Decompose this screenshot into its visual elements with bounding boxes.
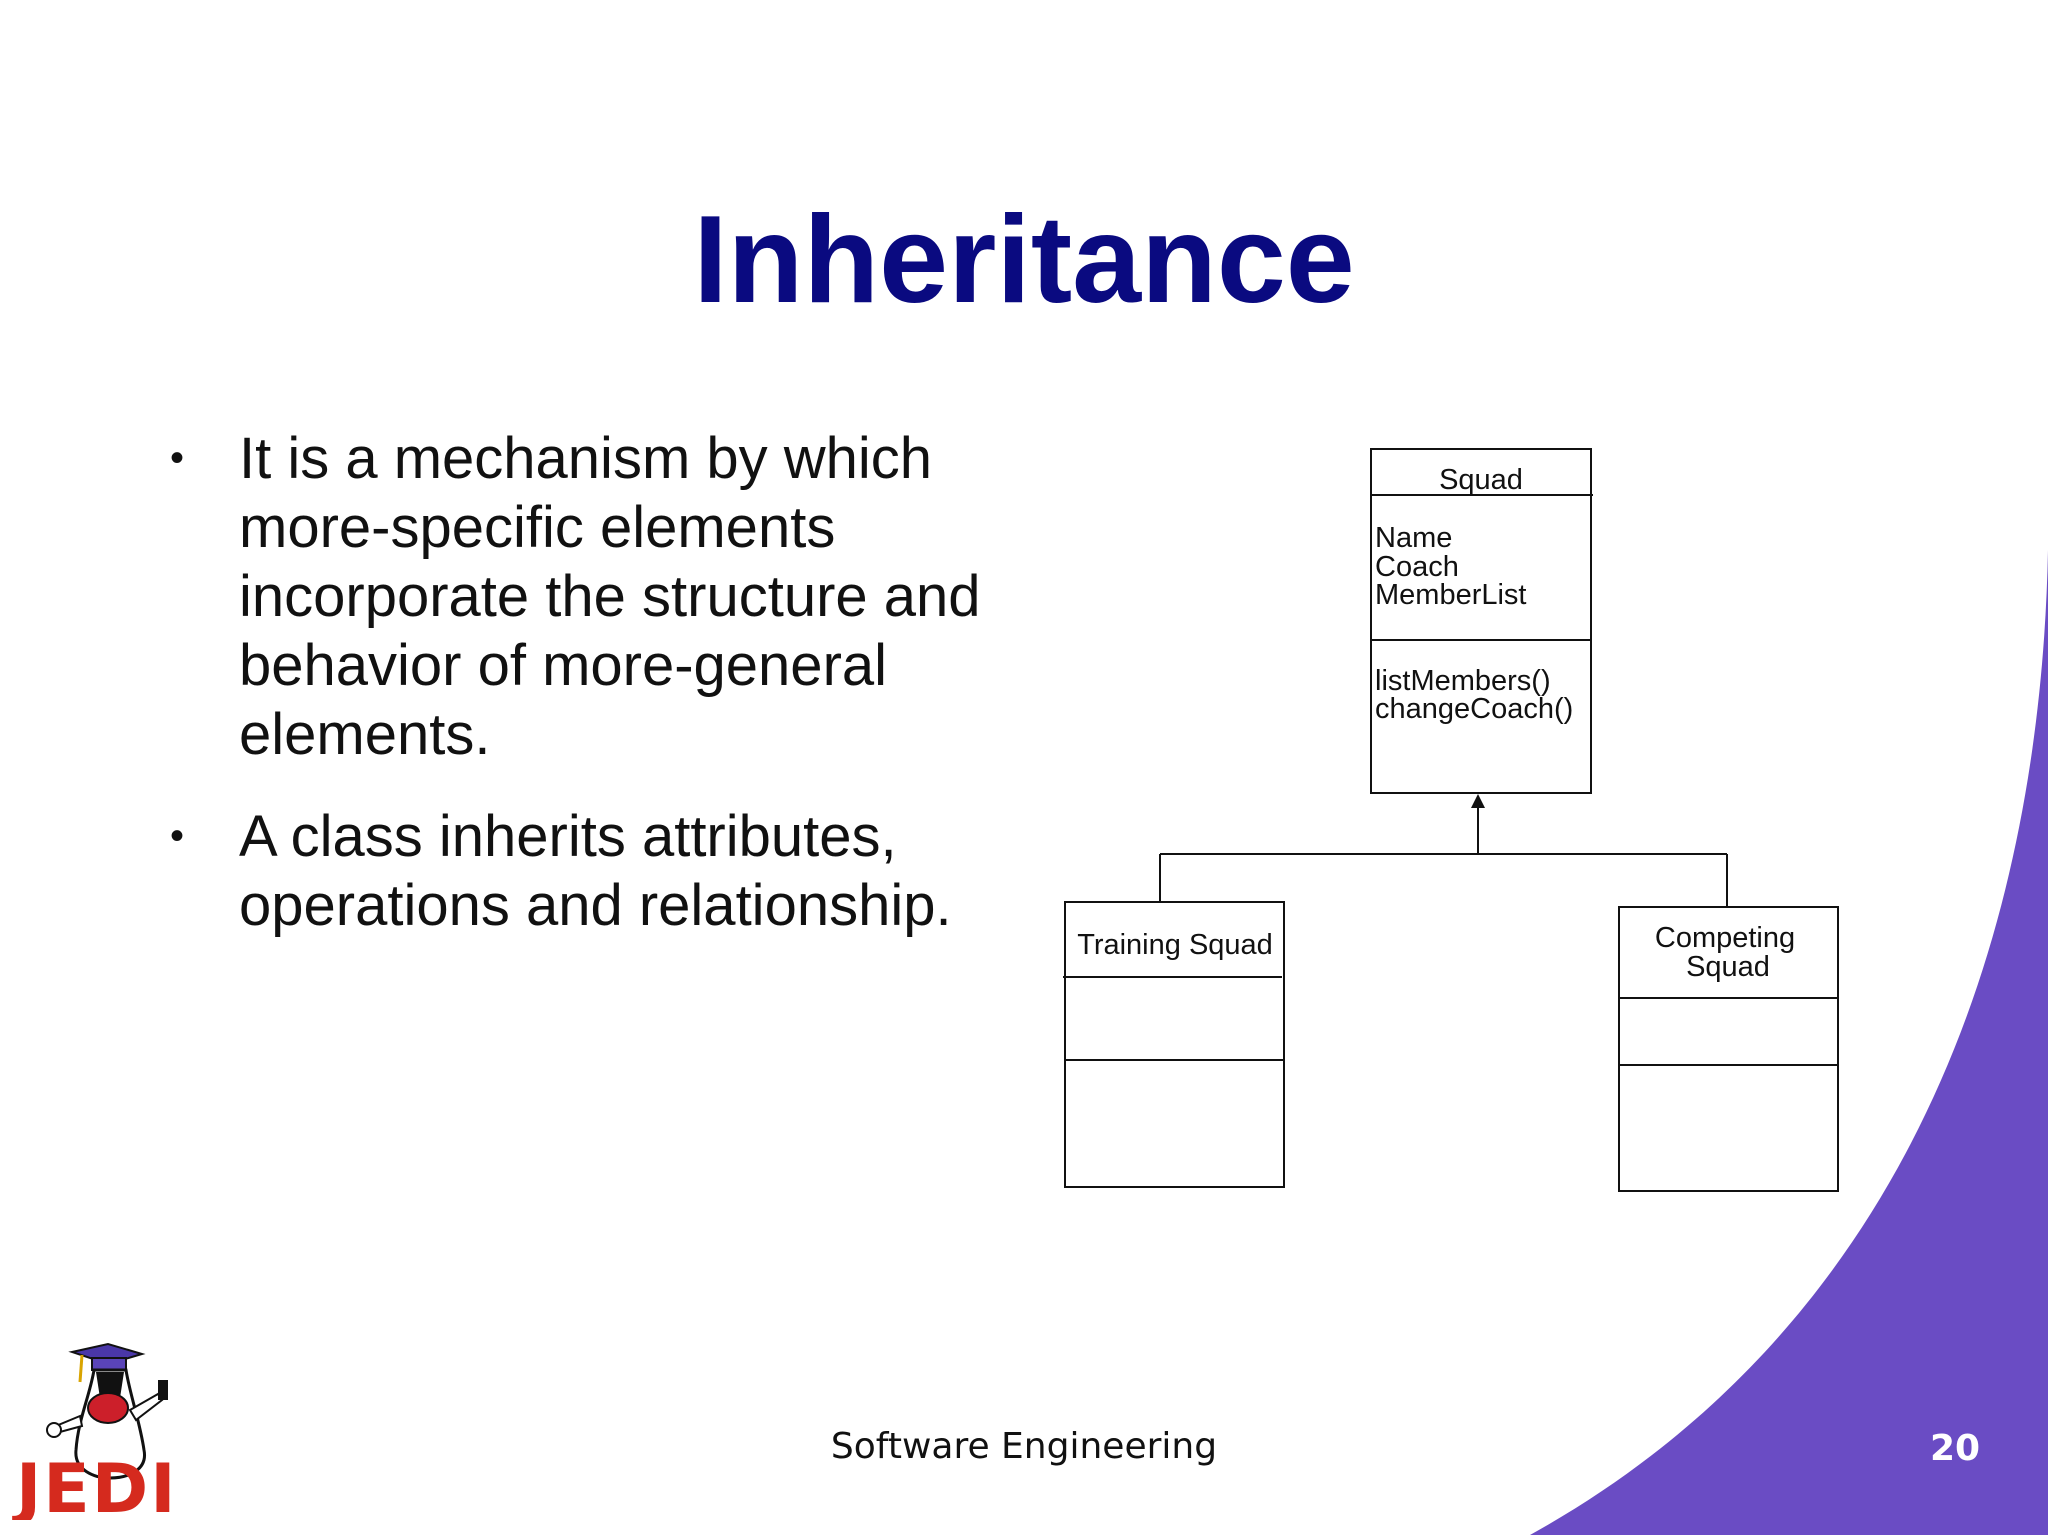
child-class-box-training [1064,901,1285,1188]
parent-class-box [1370,448,1592,794]
parent-class-attribute: Name [1375,522,1452,554]
child-class-name: Squad [1686,951,1770,983]
bullet-marker: • [170,814,185,858]
inheritance-arrowhead [1471,794,1485,808]
child-class-box-competing [1618,906,1839,1192]
parent-class-attribute: Coach [1375,551,1459,583]
bullet-marker: • [170,436,185,480]
page-number: 20 [1929,1428,1981,1469]
child-class-name: Training Squad [1077,929,1273,961]
uml-class-diagram: Squad Name Coach MemberList listMembers(… [1063,448,1839,1192]
child-class-name: Competing [1655,922,1795,954]
parent-class-name: Squad [1439,464,1523,496]
bullet-text: A class inherits attributes, operations … [239,804,952,938]
jedi-logo: JEDI [12,1342,178,1520]
slide-title: Inheritance [693,191,1355,329]
swoosh-shape [1530,550,2048,1535]
bullet-text: It is a mechanism by which more-specific… [239,426,981,767]
bullet-item: • It is a mechanism by which more-specif… [170,424,1030,769]
bullet-item: • A class inherits attributes, operation… [170,802,1030,940]
logo-text: JEDI [12,1450,178,1520]
parent-class-attribute: MemberList [1375,579,1527,611]
mascot-icon [46,1342,168,1480]
parent-class-operation: listMembers() [1375,665,1551,697]
parent-class-operation: changeCoach() [1375,693,1573,725]
bullet-list: • It is a mechanism by which more-specif… [170,424,1030,973]
footer-course-title: Software Engineering [830,1426,1218,1467]
